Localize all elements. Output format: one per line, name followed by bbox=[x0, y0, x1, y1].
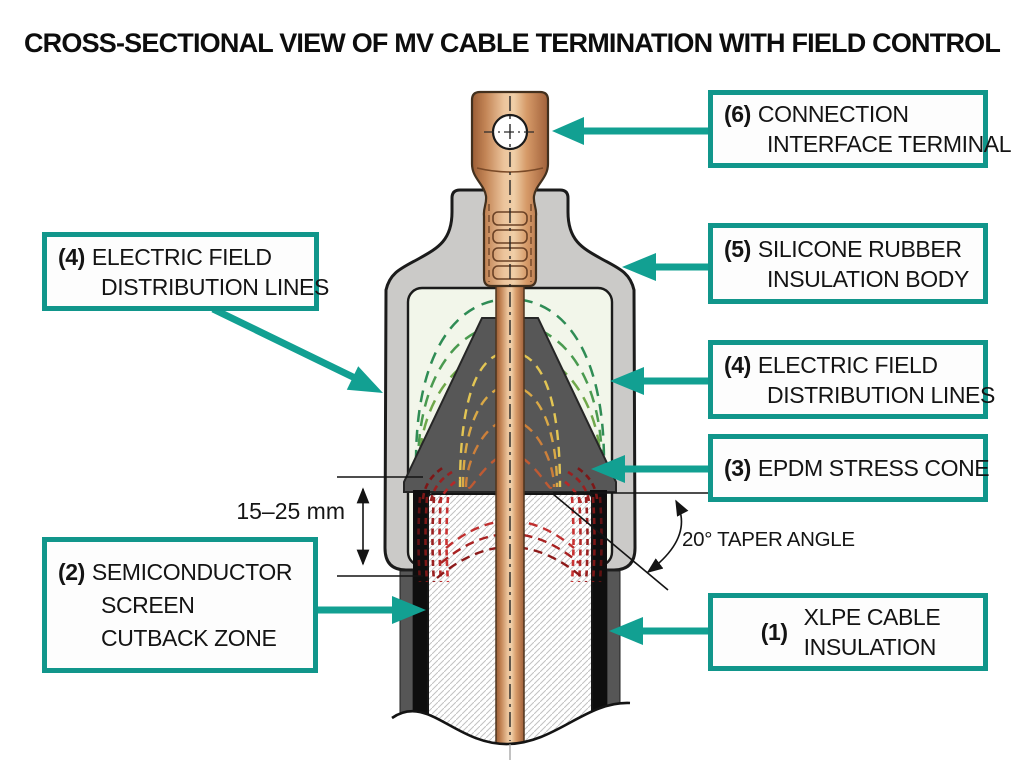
callout-text: CONNECTION bbox=[757, 101, 909, 127]
callout-number: (4) bbox=[58, 243, 85, 270]
callout-silicone-rubber-insulation-body: (5)SILICONE RUBBER INSULATION BODY bbox=[708, 223, 988, 304]
arrow-insulation bbox=[609, 617, 708, 645]
callout-number: (4) bbox=[724, 351, 751, 378]
callout-number: (6) bbox=[724, 101, 751, 127]
callout-electric-field-distribution-lines-right: (4)ELECTRIC FIELD DISTRIBUTION LINES bbox=[708, 340, 995, 419]
callout-number: (3) bbox=[724, 455, 751, 481]
callout-text: SCREEN bbox=[101, 591, 195, 618]
callout-text: SEMICONDUCTOR bbox=[91, 558, 293, 585]
callout-number: (1) bbox=[760, 619, 788, 645]
callout-text: INTERFACE TERMINAL bbox=[767, 131, 1012, 157]
callout-text: ELECTRIC FIELD bbox=[757, 351, 938, 378]
callout-electric-field-distribution-lines-left: (4)ELECTRIC FIELD DISTRIBUTION LINES bbox=[42, 232, 329, 311]
arrow-semicon bbox=[317, 596, 426, 624]
callout-text: DISTRIBUTION LINES bbox=[101, 273, 329, 300]
cutback-dimension-label: 15–25 mm bbox=[236, 498, 345, 524]
callout-connection-interface-terminal: (6)CONNECTION INTERFACE TERMINAL bbox=[708, 90, 1012, 168]
taper-angle-label: 20° TAPER ANGLE bbox=[682, 528, 855, 551]
callout-xlpe-cable-insulation: (1) XLPE CABLE INSULATION bbox=[708, 593, 988, 671]
field-lines-cutback-zone bbox=[417, 465, 603, 583]
semiconductor-screen-layer bbox=[413, 490, 607, 753]
cutback-dimension bbox=[337, 476, 423, 577]
arrow-terminal bbox=[552, 117, 708, 145]
callout-text: DISTRIBUTION LINES bbox=[767, 381, 995, 408]
cable-break-edge bbox=[391, 701, 631, 765]
arrow-field-left bbox=[211, 305, 383, 393]
callout-arrows bbox=[211, 117, 708, 645]
callout-number: (5) bbox=[724, 235, 751, 262]
callout-text: XLPE CABLE bbox=[803, 604, 941, 630]
arrow-stress-cone bbox=[591, 455, 708, 483]
page-title: CROSS-SECTIONAL VIEW OF MV CABLE TERMINA… bbox=[23, 28, 1001, 58]
arrow-silicone bbox=[622, 253, 708, 281]
callout-text: INSULATION BODY bbox=[767, 265, 969, 292]
arrow-field-right bbox=[610, 367, 708, 395]
callout-semiconductor-screen-cutback-zone: (2)SEMICONDUCTOR SCREEN CUTBACK ZONE bbox=[42, 537, 318, 673]
callout-text: EPDM STRESS CONE bbox=[757, 455, 990, 481]
callout-epdm-stress-cone: (3)EPDM STRESS CONE bbox=[708, 434, 990, 502]
callout-text: INSULATION bbox=[803, 634, 937, 660]
callout-number: (2) bbox=[58, 558, 85, 585]
callout-text: CUTBACK ZONE bbox=[101, 624, 277, 651]
callout-text: SILICONE RUBBER bbox=[757, 235, 962, 262]
callout-text: ELECTRIC FIELD bbox=[91, 243, 272, 270]
